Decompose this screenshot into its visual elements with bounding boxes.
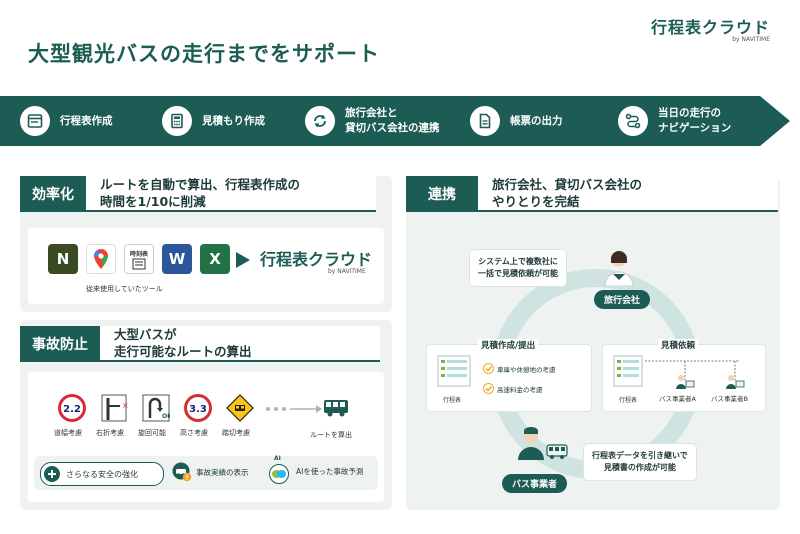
notion-icon: N (48, 244, 78, 274)
travel-agency-person-icon (604, 251, 634, 286)
collab-card: 連携 旅行会社、貸切バス会社の やりとりを完結 システム上で複数社に 一括で見積… (406, 176, 780, 510)
tools-caption: 従来使用していたツール (86, 285, 163, 293)
sync-icon (305, 106, 335, 136)
turnaround-sign-text: OK (162, 413, 170, 420)
collab-text: 旅行会社、貸切バス会社の やりとりを完結 (478, 176, 778, 212)
operator-a-icon (676, 375, 695, 389)
operator-b-icon (726, 375, 745, 389)
feature-label: さらなる安全の強化 (66, 469, 138, 479)
efficiency-text: ルートを自動で算出、行程表作成の 時間を1/10に削減 (86, 176, 376, 212)
sheet-label: 行程表 (619, 397, 638, 404)
bus-operator-label: バス事業者 (502, 474, 568, 493)
logo: 行程表クラウド by NAVITIME (651, 14, 770, 43)
document-icon (470, 106, 500, 136)
ai-brain-icon: AI (268, 455, 292, 486)
quote-create-panel: 行程表 車庫や休憩地の考慮 高速料金の考慮 (426, 344, 592, 412)
check-item: 車庫や休憩地の考慮 (483, 363, 556, 374)
sign-label: 道幅考慮 (54, 429, 82, 437)
safety-text: 大型バスが 走行可能なルートの算出 (100, 326, 380, 362)
product-logo-sub: by NAVITIME (328, 268, 366, 275)
sign-label: 旋回可能 (138, 429, 166, 437)
safety-header: 事故防止 大型バスが 走行可能なルートの算出 (20, 326, 392, 362)
process-step-itinerary[interactable]: 行程表作成 (20, 96, 113, 146)
safety-card: 事故防止 大型バスが 走行可能なルートの算出 2.2 × OK 3.3 道幅考慮… (20, 320, 392, 510)
check-label: 高速料金の考慮 (497, 385, 543, 394)
quote-request-panel: 行程表 バス事業者A バス事業者B (602, 344, 766, 412)
process-step-navigation[interactable]: 当日の走行の ナビゲーション (618, 96, 731, 146)
google-maps-icon (86, 244, 116, 274)
check-item: 高速料金の考慮 (483, 383, 543, 394)
process-banner (0, 96, 790, 146)
efficiency-tools-panel: N 時刻表 W X 従来使用していたツール 行程表クラウド by NAVITIM… (28, 228, 384, 304)
feature-accident: ! 事故実績の表示 (172, 462, 249, 482)
feature-safety: さらなる安全の強化 (40, 462, 164, 486)
accident-car-icon: ! (172, 462, 192, 482)
ai-badge: AI (274, 455, 281, 462)
arrow-right-icon (236, 252, 250, 268)
safety-panel: 2.2 × OK 3.3 道幅考慮 右折考慮 旋回可能 高さ考慮 踏切考慮 ルー… (28, 372, 384, 502)
travel-agency-label: 旅行会社 (594, 290, 651, 309)
sign-label: 右折考慮 (96, 429, 124, 437)
process-step-label: 行程表作成 (60, 114, 113, 127)
process-step-label: 旅行会社と 貸切バス会社の連携 (345, 107, 440, 134)
quote-request-title: 見積依頼 (658, 339, 699, 351)
bus-icon (322, 394, 350, 422)
logo-sub: by NAVITIME (732, 36, 770, 43)
process-step-sync[interactable]: 旅行会社と 貸切バス会社の連携 (305, 96, 440, 146)
timetable-icon: 時刻表 (124, 244, 154, 274)
feature-ai: AI AIを使った事故予測 (268, 455, 364, 486)
right-turn-sign-icon: × (100, 394, 128, 422)
note-bulk-request: システム上で複数社に 一括で見積依頼が可能 (470, 250, 566, 286)
height-sign-icon: 3.3 (184, 394, 212, 422)
road-width-sign-icon: 2.2 (58, 394, 86, 422)
collab-tag: 連携 (406, 176, 478, 212)
quote-create-title: 見積作成/提出 (478, 339, 539, 351)
efficiency-header: 効率化 ルートを自動で算出、行程表作成の 時間を1/10に削減 (20, 176, 392, 212)
feature-label: 事故実績の表示 (196, 467, 249, 477)
plus-icon (44, 466, 60, 482)
page-title: 大型観光バスの走行までをサポート (28, 42, 380, 66)
operator-label: バス事業者A (659, 395, 696, 403)
note-quote-creation: 行程表データを引き継いで 見積書の作成が可能 (584, 444, 696, 480)
operator-label: バス事業者B (711, 395, 748, 403)
process-step-label: 当日の走行の ナビゲーション (658, 107, 732, 134)
excel-icon: X (200, 244, 230, 274)
check-label: 車庫や休憩地の考慮 (497, 365, 556, 374)
itinerary-icon (20, 106, 50, 136)
efficiency-card: 効率化 ルートを自動で算出、行程表作成の 時間を1/10に削減 N 時刻表 W … (20, 176, 392, 312)
process-step-label: 見積もり作成 (202, 114, 265, 127)
sheet-label: 行程表 (443, 397, 462, 404)
logo-main: 行程表クラウド (650, 18, 770, 37)
word-icon: W (162, 244, 192, 274)
sign-label: 踏切考慮 (222, 429, 250, 437)
safety-tag: 事故防止 (20, 326, 100, 362)
check-icon (483, 363, 494, 374)
process-step-label: 帳票の出力 (510, 114, 563, 127)
height-sign-text: 3.3 (189, 404, 207, 415)
dots-arrow-icon (266, 405, 322, 413)
svg-text:!: ! (186, 474, 189, 482)
product-logo-main: 行程表クラウド (260, 250, 373, 269)
process-step-document[interactable]: 帳票の出力 (470, 96, 563, 146)
result-label: ルートを算出 (310, 431, 352, 439)
feature-label: AIを使った事故予測 (296, 466, 364, 476)
bus-operator-person-icon (518, 427, 544, 460)
road-width-sign-text: 2.2 (63, 404, 81, 415)
turnaround-sign-icon: OK (142, 394, 170, 422)
check-icon (483, 383, 494, 394)
request-branch-lines (645, 360, 740, 381)
efficiency-tag: 効率化 (20, 176, 86, 212)
bus-icon (546, 444, 568, 459)
itinerary-sheet-icon (613, 355, 643, 387)
itinerary-sheet-icon (437, 355, 471, 387)
collab-header: 連携 旅行会社、貸切バス会社の やりとりを完結 (406, 176, 780, 212)
route-icon (618, 106, 648, 136)
sign-label: 高さ考慮 (180, 429, 208, 437)
calculator-icon (162, 106, 192, 136)
process-step-quote[interactable]: 見積もり作成 (162, 96, 265, 146)
timetable-label: 時刻表 (129, 250, 148, 258)
railroad-crossing-sign-icon (226, 394, 254, 422)
svg-text:×: × (122, 401, 128, 410)
